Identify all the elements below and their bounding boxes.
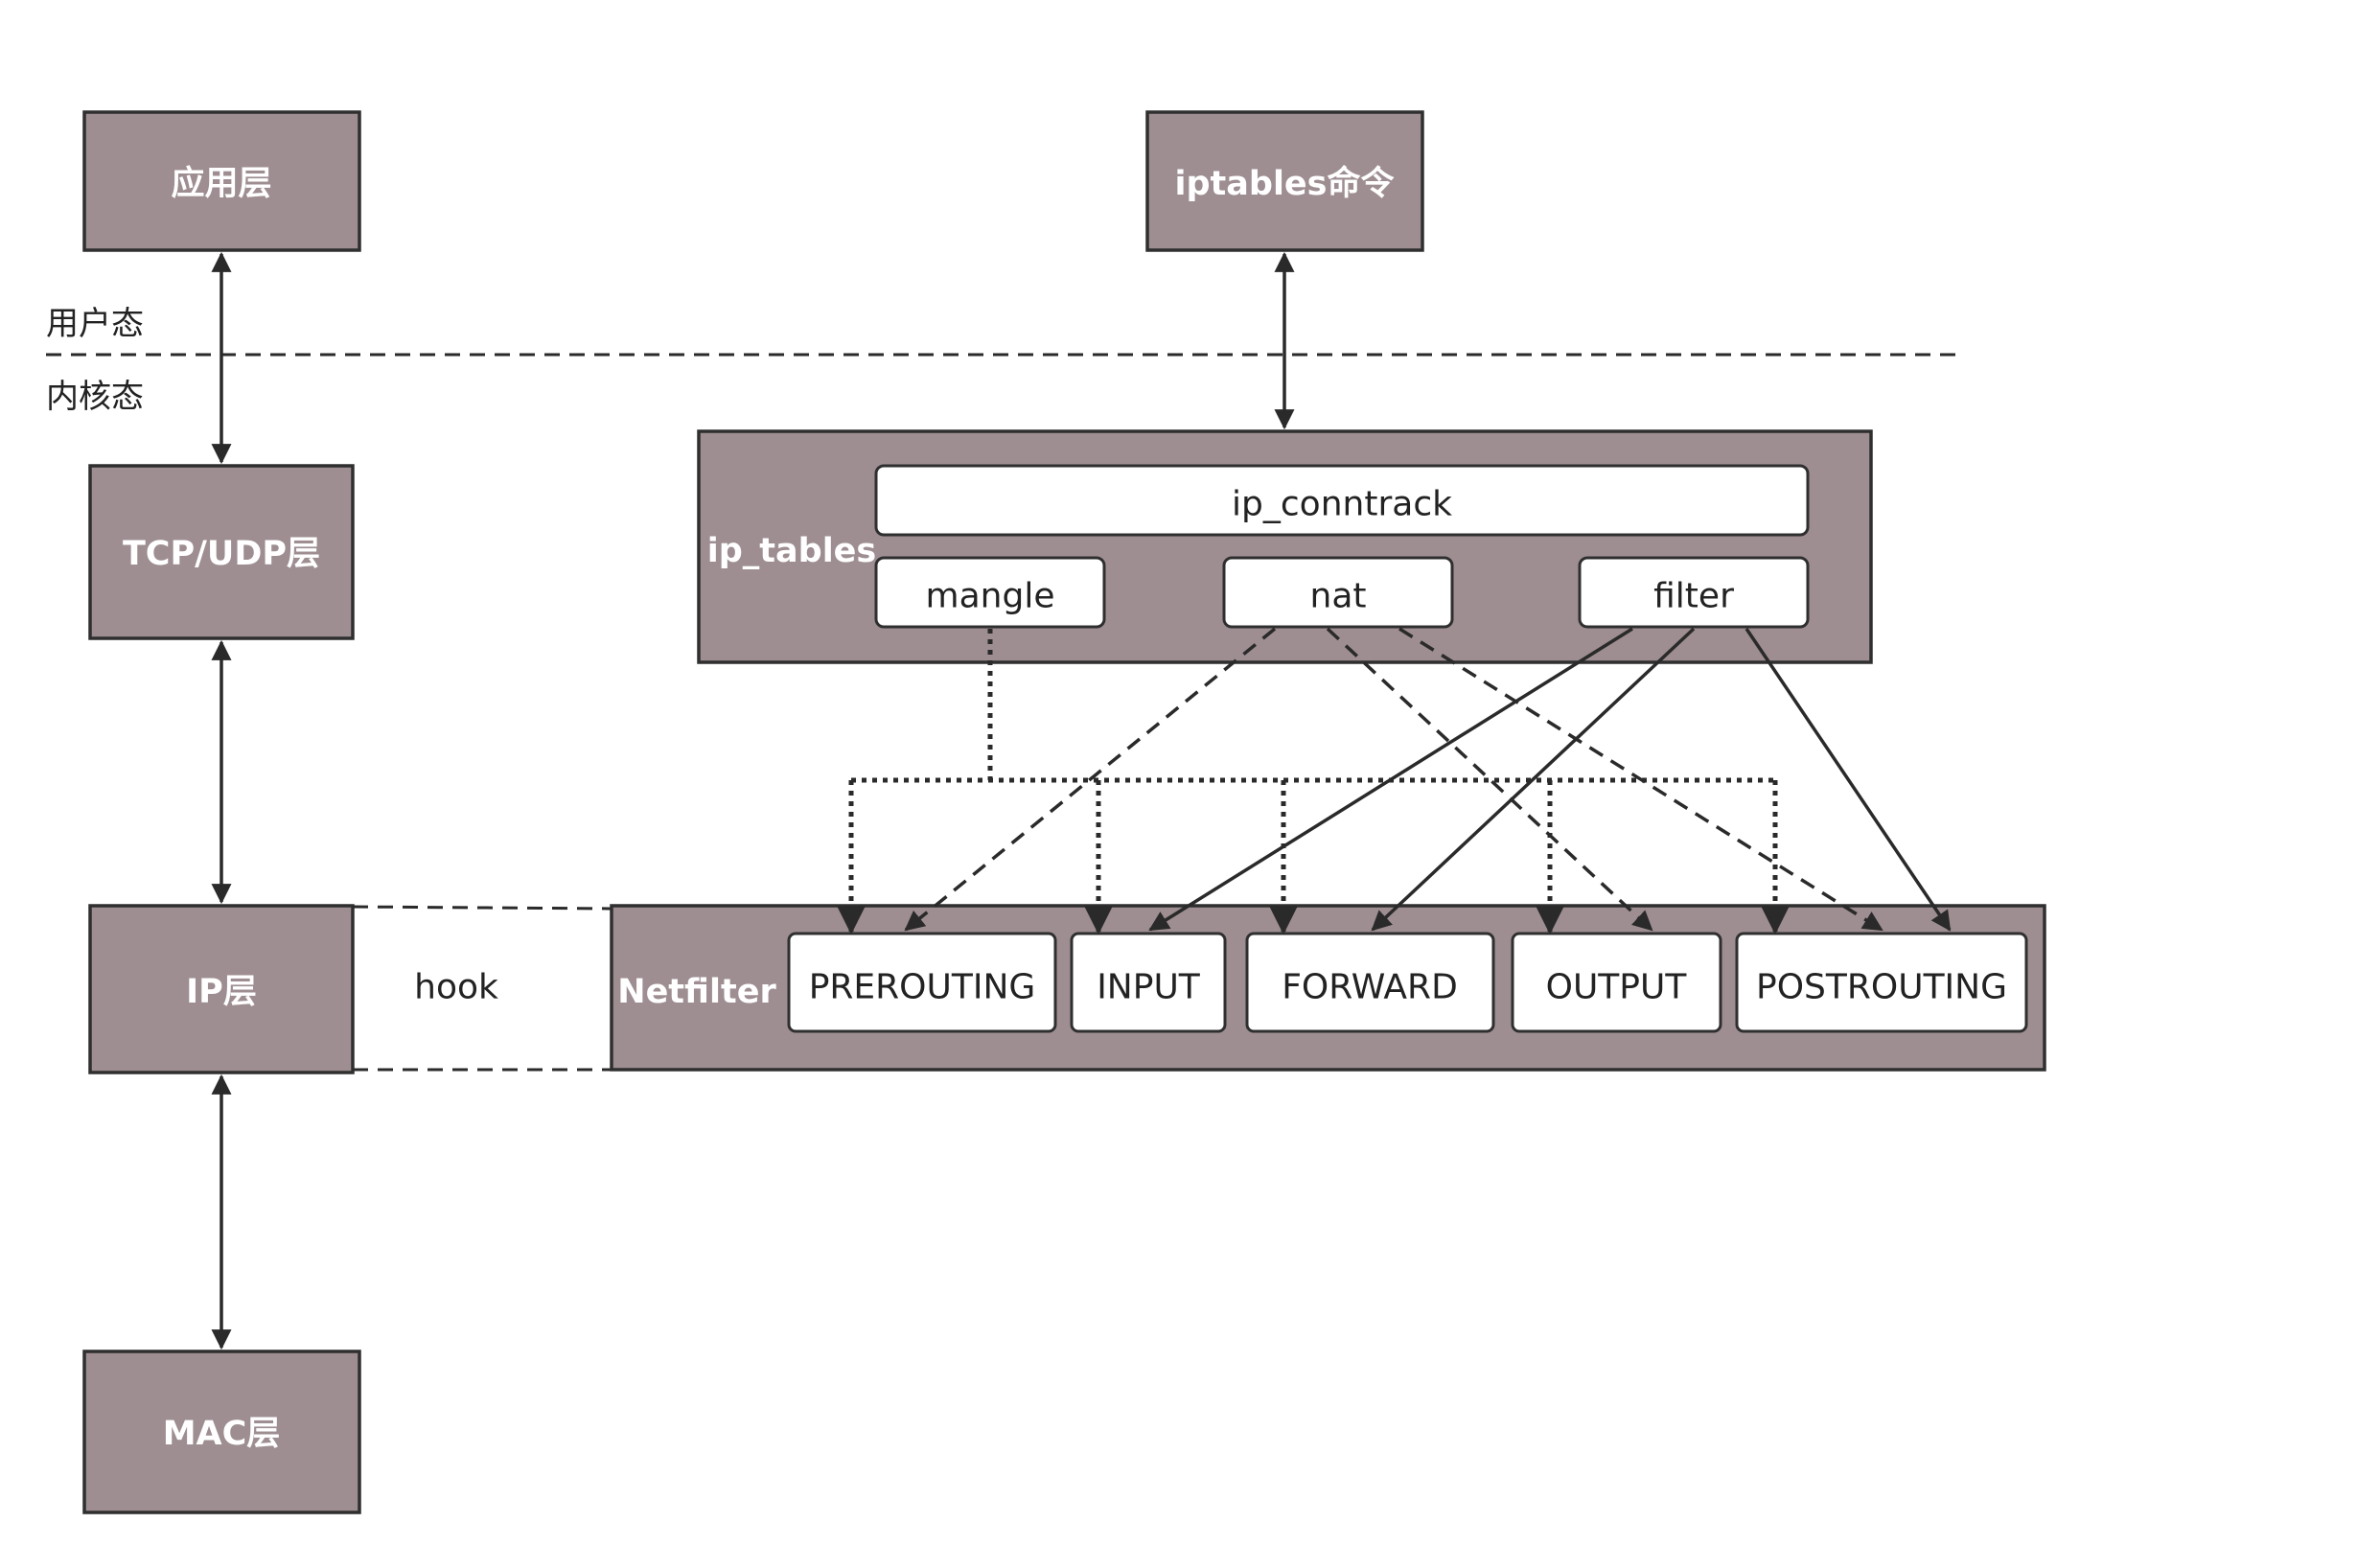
filter-edge-input — [1148, 627, 1633, 932]
ip-tables-label: ip_tables — [707, 532, 877, 570]
transport-layer-node: TCP/UDP层 — [88, 464, 355, 640]
mac-layer-node: MAC层 — [82, 1350, 361, 1514]
chain-prerouting-label: PREROUTING — [809, 968, 1036, 1007]
transport-layer-label: TCP/UDP层 — [123, 535, 320, 573]
table-filter-label: filter — [1653, 577, 1734, 616]
filter-edges — [1148, 627, 1952, 932]
nat-edge-postrouting — [1398, 627, 1883, 932]
iptables-command-node: iptables命令 — [1145, 110, 1424, 252]
chain-output-label: OUTPUT — [1546, 968, 1688, 1007]
ip-conntrack-box: ip_conntrack — [874, 464, 1810, 537]
chain-output: OUTPUT — [1511, 932, 1722, 1033]
nat-edge-prerouting — [904, 627, 1277, 932]
filter-edge-forward — [1371, 627, 1696, 932]
mac-layer-label: MAC层 — [163, 1415, 281, 1453]
chain-input: INPUT — [1070, 932, 1227, 1033]
iptables-command-label: iptables命令 — [1174, 164, 1395, 203]
chain-input-label: INPUT — [1097, 968, 1201, 1007]
hook-label: hook — [414, 968, 498, 1007]
app-layer-label: 应用层 — [171, 164, 271, 203]
chain-prerouting: PREROUTING — [787, 932, 1057, 1033]
kernel-space-label: 内核态 — [46, 378, 144, 416]
table-mangle-label: mangle — [926, 577, 1055, 616]
table-nat: nat — [1222, 556, 1454, 629]
chain-forward-label: FORWARD — [1282, 968, 1458, 1007]
ip-layer-node: IP层 — [88, 904, 355, 1074]
ip-conntrack-label: ip_conntrack — [1232, 485, 1452, 524]
chain-postrouting-label: POSTROUTING — [1756, 968, 2007, 1007]
table-filter: filter — [1578, 556, 1810, 629]
chain-forward: FORWARD — [1245, 932, 1495, 1033]
app-layer-node: 应用层 — [82, 110, 361, 252]
hook-connector-top — [352, 905, 612, 911]
netfilter-label: Netfilter — [617, 973, 776, 1011]
ip-layer-label: IP层 — [186, 973, 257, 1011]
table-nat-label: nat — [1310, 577, 1367, 616]
chain-postrouting: POSTROUTING — [1735, 932, 2028, 1033]
nat-edges — [904, 627, 1883, 932]
table-mangle: mangle — [874, 556, 1106, 629]
user-space-label: 用户态 — [46, 305, 144, 343]
filter-edge-postrouting — [1745, 628, 1952, 932]
mangle-edges — [837, 629, 1790, 935]
